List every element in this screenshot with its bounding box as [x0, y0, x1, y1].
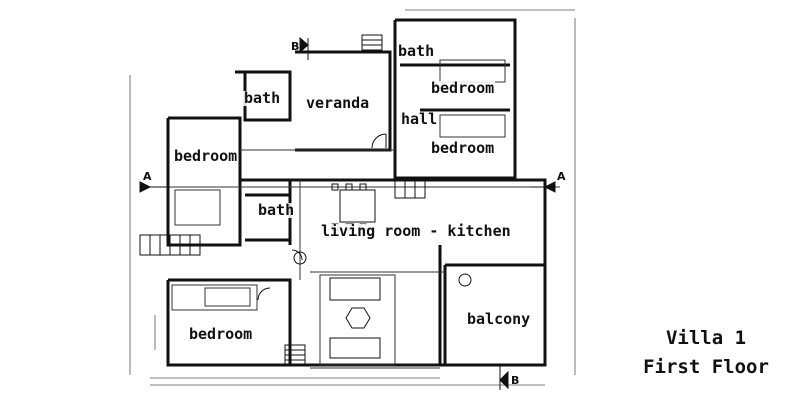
section-markers — [139, 36, 556, 390]
room-label-veranda: veranda — [305, 94, 371, 112]
door-swings — [257, 133, 472, 301]
room-label-balcony: balcony — [466, 310, 532, 328]
room-label-bath-left: bath — [243, 89, 282, 107]
section-mark-b-bottom: B — [511, 374, 520, 387]
section-mark-a-left: A — [143, 170, 152, 183]
interior-lines — [140, 59, 560, 369]
room-label-bath-center: bath — [257, 201, 296, 219]
room-label-bedroom-top-2: bedroom — [430, 139, 496, 157]
dimension-lines — [129, 9, 576, 386]
room-label-bedroom-left: bedroom — [173, 147, 239, 165]
section-mark-a-right: A — [557, 170, 566, 183]
drawing-title-line-1: Villa 1 — [665, 327, 747, 349]
room-label-hall: hall — [400, 110, 439, 128]
section-mark-b-top: B — [291, 40, 300, 53]
room-label-bedroom-bottom: bedroom — [188, 325, 254, 343]
room-label-bedroom-top-1: bedroom — [430, 79, 496, 97]
room-label-living-kitchen: living room - kitchen — [320, 222, 512, 240]
room-label-bath-top: bath — [397, 42, 436, 60]
sofa-set — [329, 277, 381, 359]
drawing-title-line-2: First Floor — [643, 356, 769, 378]
stairs — [139, 34, 426, 366]
